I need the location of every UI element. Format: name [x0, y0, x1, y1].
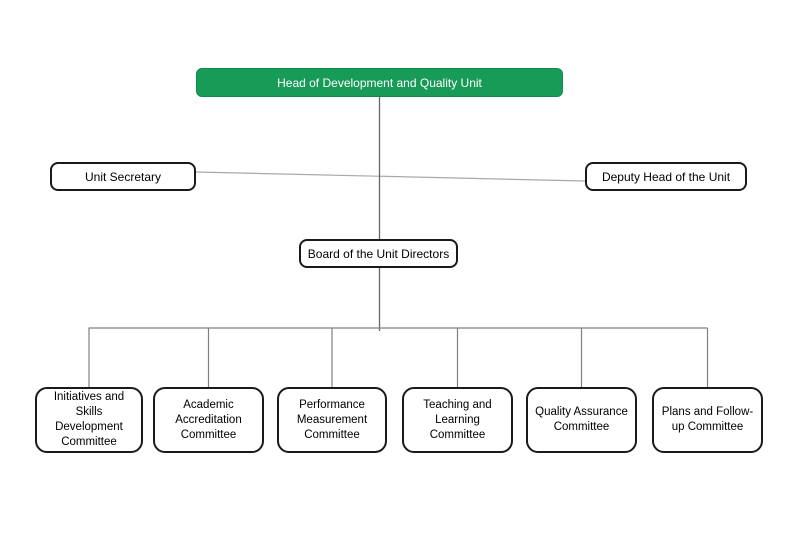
head-of-unit-label: Head of Development and Quality Unit: [277, 75, 482, 90]
unit-secretary-label: Unit Secretary: [84, 169, 162, 184]
deputy-head-label: Deputy Head of the Unit: [601, 169, 731, 184]
org-box-unit-secretary: Unit Secretary: [50, 162, 196, 191]
committee-label: Initiatives and Skills Development Commi…: [53, 391, 125, 448]
assistant-connector-line: [195, 171, 586, 182]
org-box-committee-performance-measurement: Performance Measurement Committee: [277, 387, 387, 453]
org-box-board-of-directors: Board of the Unit Directors: [299, 239, 458, 268]
committee-label: Teaching and Learning Committee: [423, 398, 492, 441]
org-box-committee-teaching-learning: Teaching and Learning Committee: [402, 387, 513, 453]
committee-label: Quality Assurance Committee: [535, 406, 628, 433]
board-of-directors-label: Board of the Unit Directors: [307, 246, 450, 261]
org-box-deputy-head: Deputy Head of the Unit: [585, 162, 747, 191]
committee-label: Plans and Follow- up Committee: [661, 406, 754, 433]
org-box-head-of-unit: Head of Development and Quality Unit: [196, 68, 563, 97]
org-box-committee-initiatives-skills: Initiatives and Skills Development Commi…: [35, 387, 143, 453]
committee-label: Performance Measurement Committee: [296, 398, 368, 441]
org-box-committee-quality-assurance: Quality Assurance Committee: [526, 387, 637, 453]
org-box-committee-academic-accreditation: Academic Accreditation Committee: [153, 387, 264, 453]
committee-label: Academic Accreditation Committee: [175, 398, 242, 441]
org-box-committee-plans-followup: Plans and Follow- up Committee: [652, 387, 763, 453]
